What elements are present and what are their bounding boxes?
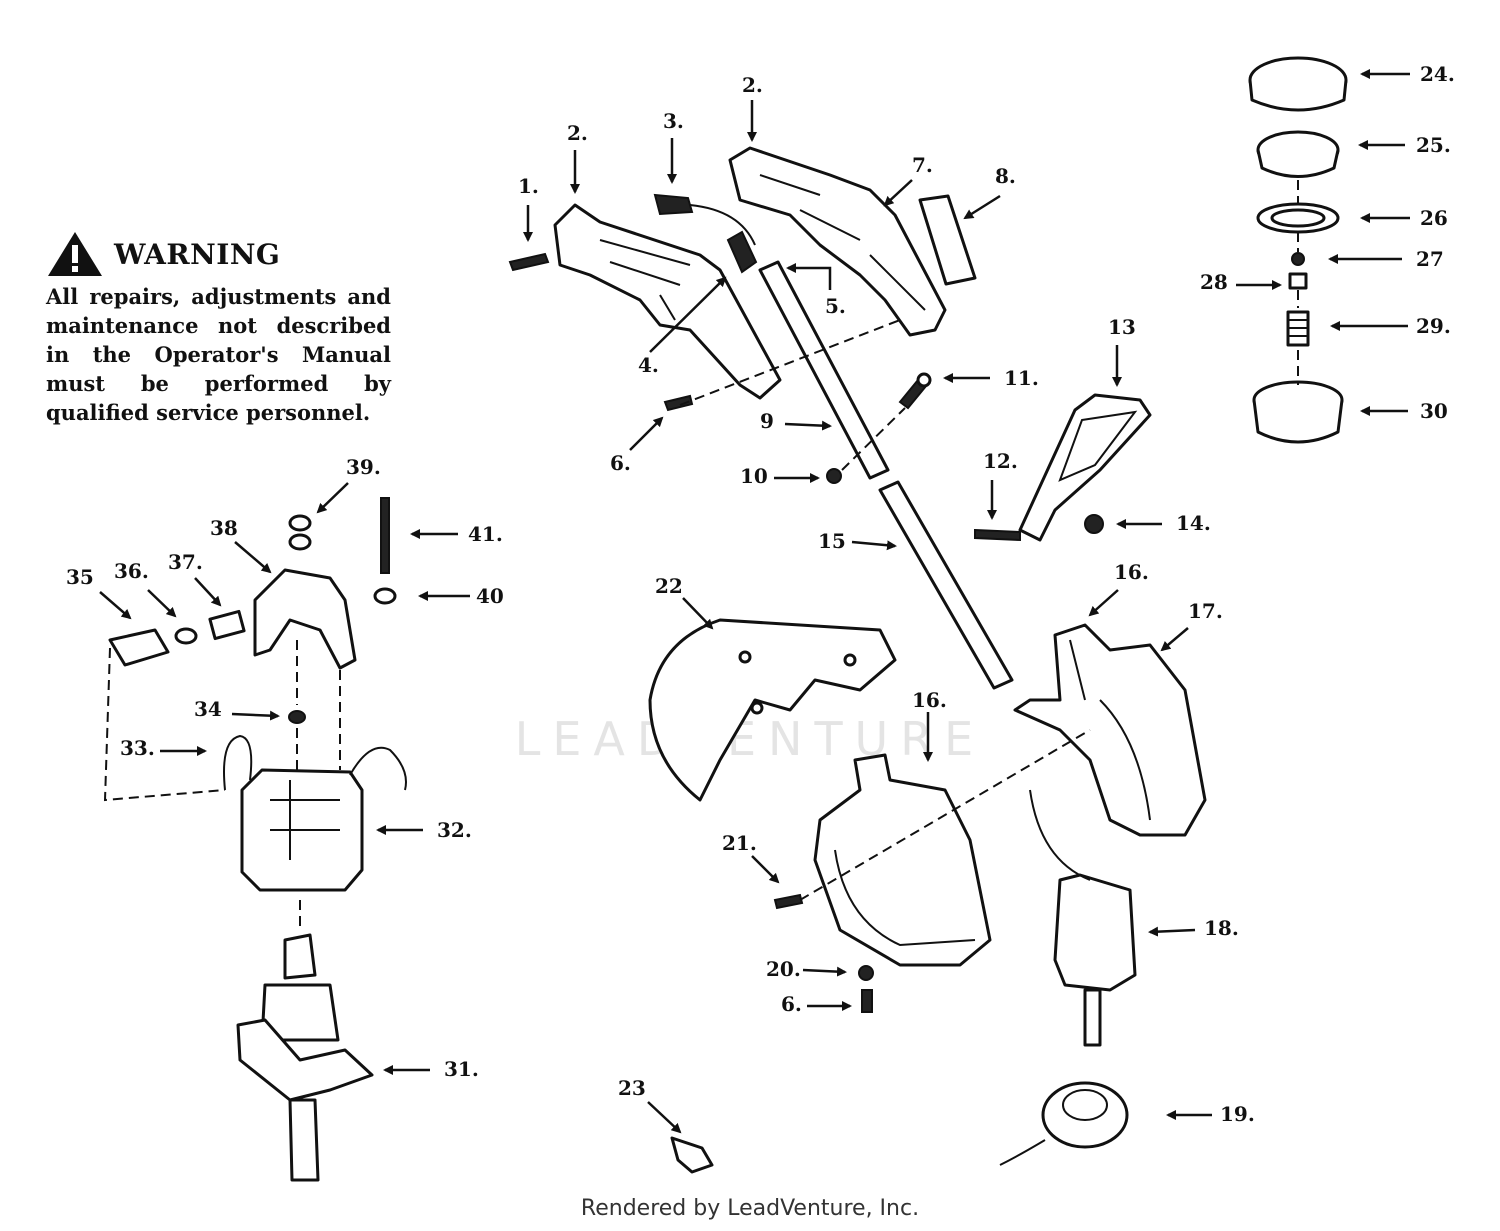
- clip-23: [670, 1136, 714, 1174]
- motor-housing-half-16: [813, 753, 992, 967]
- end-bracket-38: [253, 568, 357, 670]
- callout-32: 32.: [437, 818, 472, 842]
- callout-3: 3.: [663, 109, 684, 133]
- bolt-41: [380, 497, 390, 574]
- callout-23: 23: [618, 1076, 646, 1100]
- handle-screw: [508, 252, 550, 272]
- callout-31: 31.: [444, 1057, 479, 1081]
- warning-triangle-icon: [48, 232, 102, 276]
- field-coil-32: [240, 768, 364, 892]
- armature-31: [236, 933, 374, 1182]
- callout-12: 12.: [983, 449, 1018, 473]
- washer-34: [288, 710, 306, 724]
- lower-shaft: [878, 480, 1014, 690]
- bolt-12: [974, 528, 1021, 542]
- callout-38: 38: [210, 516, 238, 540]
- callout-21: 21.: [722, 831, 757, 855]
- spool-19: [999, 1081, 1129, 1166]
- callout-7: 7.: [912, 153, 933, 177]
- lead-wire-33: [223, 734, 407, 791]
- callout-16-right: 16.: [1114, 560, 1149, 584]
- callout-5: 5.: [825, 294, 846, 318]
- guard-22: [648, 618, 897, 802]
- auxiliary-handle: [1018, 393, 1152, 542]
- spool-25: [1256, 130, 1340, 178]
- callout-35: 35: [66, 565, 94, 589]
- motor-housing-half-17: [1013, 623, 1207, 837]
- washer-27: [1291, 252, 1305, 266]
- upper-shaft: [758, 260, 890, 480]
- knob-14: [1084, 514, 1104, 534]
- callout-20: 20.: [766, 957, 801, 981]
- warning-notice: WARNING All repairs, adjustments and mai…: [46, 230, 391, 427]
- callout-22: 22: [655, 574, 683, 598]
- power-cord-plug: [653, 193, 756, 246]
- callout-36: 36.: [114, 559, 149, 583]
- washers-39: [288, 514, 312, 551]
- cap-24: [1248, 56, 1348, 112]
- callout-6-upper: 6.: [610, 451, 631, 475]
- callout-28: 28: [1200, 270, 1228, 294]
- callout-19: 19.: [1220, 1102, 1255, 1126]
- callout-13: 13: [1108, 315, 1136, 339]
- callout-8: 8.: [995, 164, 1016, 188]
- callout-1: 1.: [518, 174, 539, 198]
- spring-29: [1286, 310, 1310, 347]
- callout-29: 29.: [1416, 314, 1451, 338]
- callout-37: 37.: [168, 550, 203, 574]
- handle-half-right: [728, 146, 947, 337]
- callout-24: 24.: [1420, 62, 1455, 86]
- hub-30: [1252, 380, 1344, 444]
- callout-10: 10: [740, 464, 768, 488]
- warning-header: WARNING: [46, 230, 391, 278]
- callout-33: 33.: [120, 736, 155, 760]
- callout-25: 25.: [1416, 133, 1451, 157]
- callout-9: 9: [760, 409, 774, 433]
- callout-27: 27: [1416, 247, 1444, 271]
- washer-40: [373, 587, 397, 605]
- callout-26: 26: [1420, 206, 1448, 230]
- screw-6-upper: [663, 394, 694, 412]
- callout-6-lower: 6.: [781, 992, 802, 1016]
- ball-10: [826, 468, 842, 484]
- callout-30: 30: [1420, 399, 1448, 423]
- name-plate: [918, 194, 977, 286]
- callout-16-center: 16.: [912, 688, 947, 712]
- brush-holder-35: [108, 628, 170, 667]
- motor-18: [1029, 789, 1137, 1047]
- callout-14: 14.: [1176, 511, 1211, 535]
- callout-39: 39.: [346, 455, 381, 479]
- screw-21: [773, 893, 804, 910]
- brush-37: [208, 609, 246, 641]
- handle-half-left: [553, 203, 782, 400]
- callout-41: 41.: [468, 522, 503, 546]
- warning-body: All repairs, adjustments and maintenance…: [46, 284, 391, 425]
- spring-36: [174, 627, 198, 645]
- callout-17: 17.: [1188, 599, 1223, 623]
- clip-28: [1288, 272, 1308, 290]
- hook-11: [898, 372, 932, 410]
- callout-2-right: 2.: [742, 73, 763, 97]
- callout-4: 4.: [638, 353, 659, 377]
- switch-trigger: [726, 230, 758, 274]
- callout-11: 11.: [1004, 366, 1039, 390]
- warning-title: WARNING: [114, 237, 281, 271]
- callout-15: 15: [818, 529, 846, 553]
- callout-40: 40: [476, 584, 504, 608]
- callout-18: 18.: [1204, 916, 1239, 940]
- ring-26: [1256, 202, 1340, 234]
- callout-34: 34: [194, 697, 222, 721]
- footer-credit: Rendered by LeadVenture, Inc.: [580, 1196, 920, 1221]
- washer-20: [858, 965, 874, 981]
- screw-6-lower: [861, 989, 873, 1013]
- callout-2-left: 2.: [567, 121, 588, 145]
